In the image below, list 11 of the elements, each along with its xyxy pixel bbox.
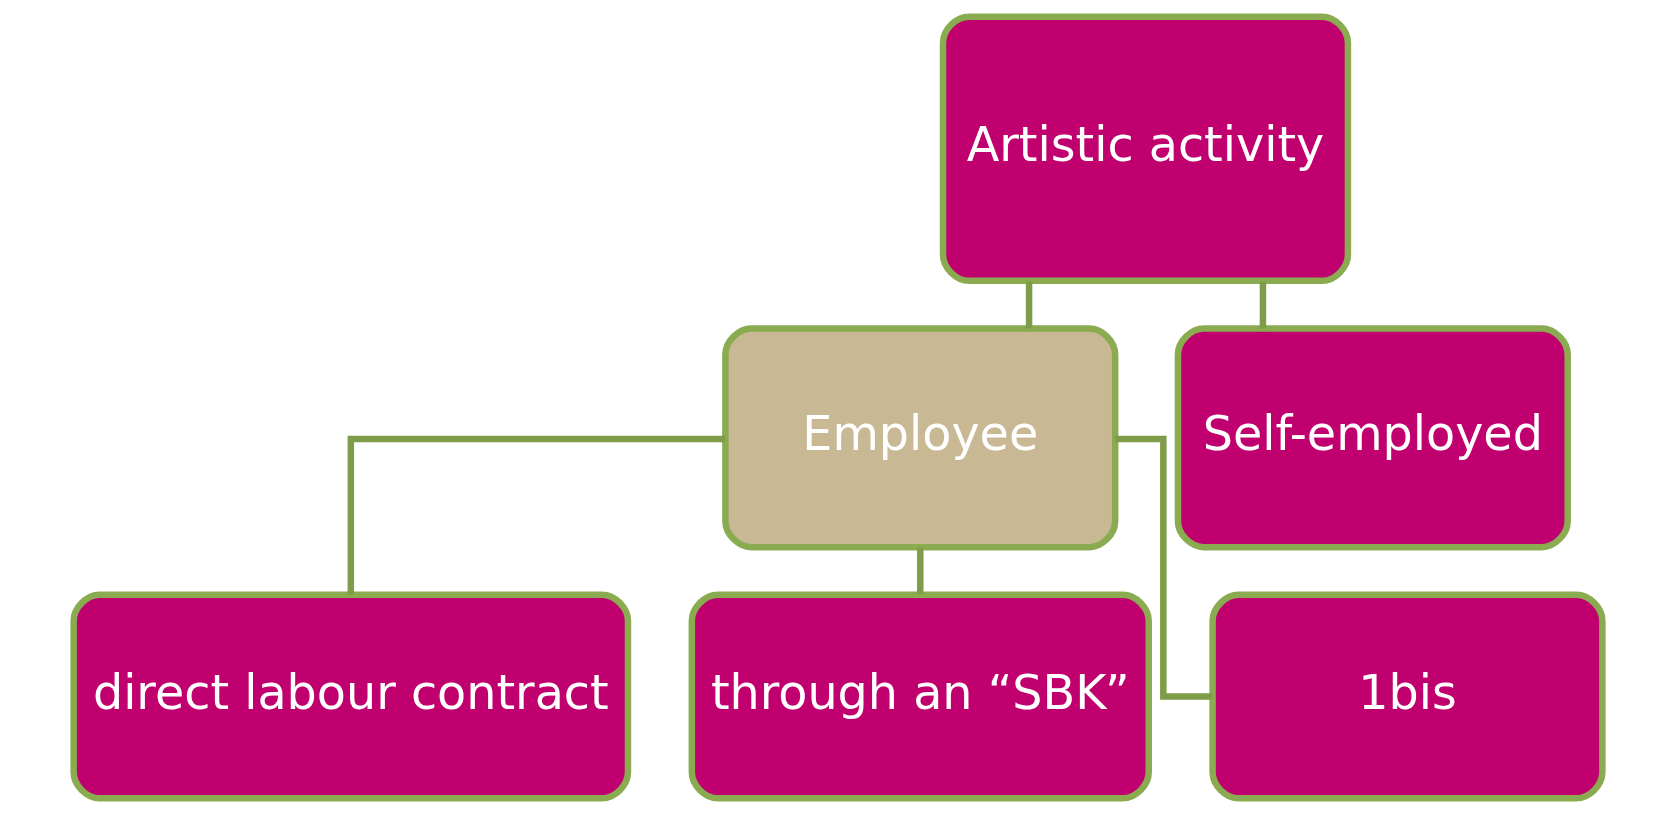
connector xyxy=(1114,435,1212,700)
connector xyxy=(1259,281,1266,329)
node-box: through an “SBK” xyxy=(688,591,1152,802)
connector xyxy=(347,435,725,595)
node-box: Employee xyxy=(721,325,1118,551)
node-box: Artistic activity xyxy=(939,13,1351,285)
node-box: Self-employed xyxy=(1174,325,1571,551)
connector xyxy=(916,547,924,595)
node-box: 1bis xyxy=(1208,591,1606,802)
node-box: direct labour contract xyxy=(69,591,631,802)
connector xyxy=(1025,281,1032,329)
